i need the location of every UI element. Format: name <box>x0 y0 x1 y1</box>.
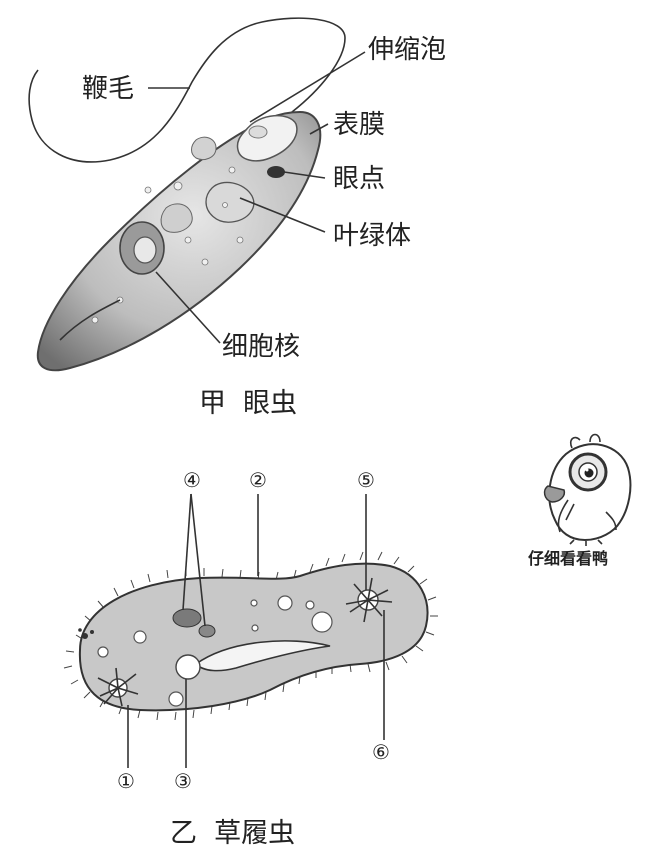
mascot-caption: 仔细看看鸭 <box>528 549 608 568</box>
chloroplast-2 <box>160 203 193 233</box>
chloroplast <box>205 181 255 223</box>
cytostome-vacuole <box>175 654 201 680</box>
label-eyespot: 眼点 <box>333 164 385 194</box>
marker-2: ② <box>249 468 267 492</box>
paramecium-figure <box>63 551 438 721</box>
cilia <box>63 551 438 721</box>
marker-6: ⑥ <box>372 740 390 764</box>
mascot-figure <box>543 433 632 546</box>
anal-pore <box>78 628 94 639</box>
marker-4: ④ <box>183 468 201 492</box>
euglena-leaders <box>148 51 366 344</box>
micronucleus <box>198 624 216 638</box>
chloroplast-3 <box>191 136 217 161</box>
marker-1: ① <box>117 769 135 793</box>
caption-euglena: 甲 眼虫 <box>199 388 297 419</box>
macronucleus <box>172 608 202 628</box>
marker-3: ③ <box>174 769 192 793</box>
paramecium-leaders <box>127 493 385 768</box>
caption-paramecium: 乙 草履虫 <box>170 818 295 849</box>
label-contractile-vacuole: 伸缩泡 <box>368 35 446 65</box>
label-chloroplast: 叶绿体 <box>333 221 411 251</box>
food-vacuoles <box>97 595 333 707</box>
label-flagellum: 鞭毛 <box>82 74 134 104</box>
label-nucleus: 细胞核 <box>222 332 300 362</box>
nucleolus <box>133 236 157 264</box>
eyespot <box>267 166 285 178</box>
label-pellicle: 表膜 <box>333 110 385 140</box>
marker-5: ⑤ <box>357 468 375 492</box>
euglena-figure <box>28 17 346 372</box>
oral-groove <box>194 640 331 672</box>
flagellum <box>28 17 346 163</box>
contractile-vacuole-inner <box>248 125 268 139</box>
paramecium-body <box>78 562 429 712</box>
